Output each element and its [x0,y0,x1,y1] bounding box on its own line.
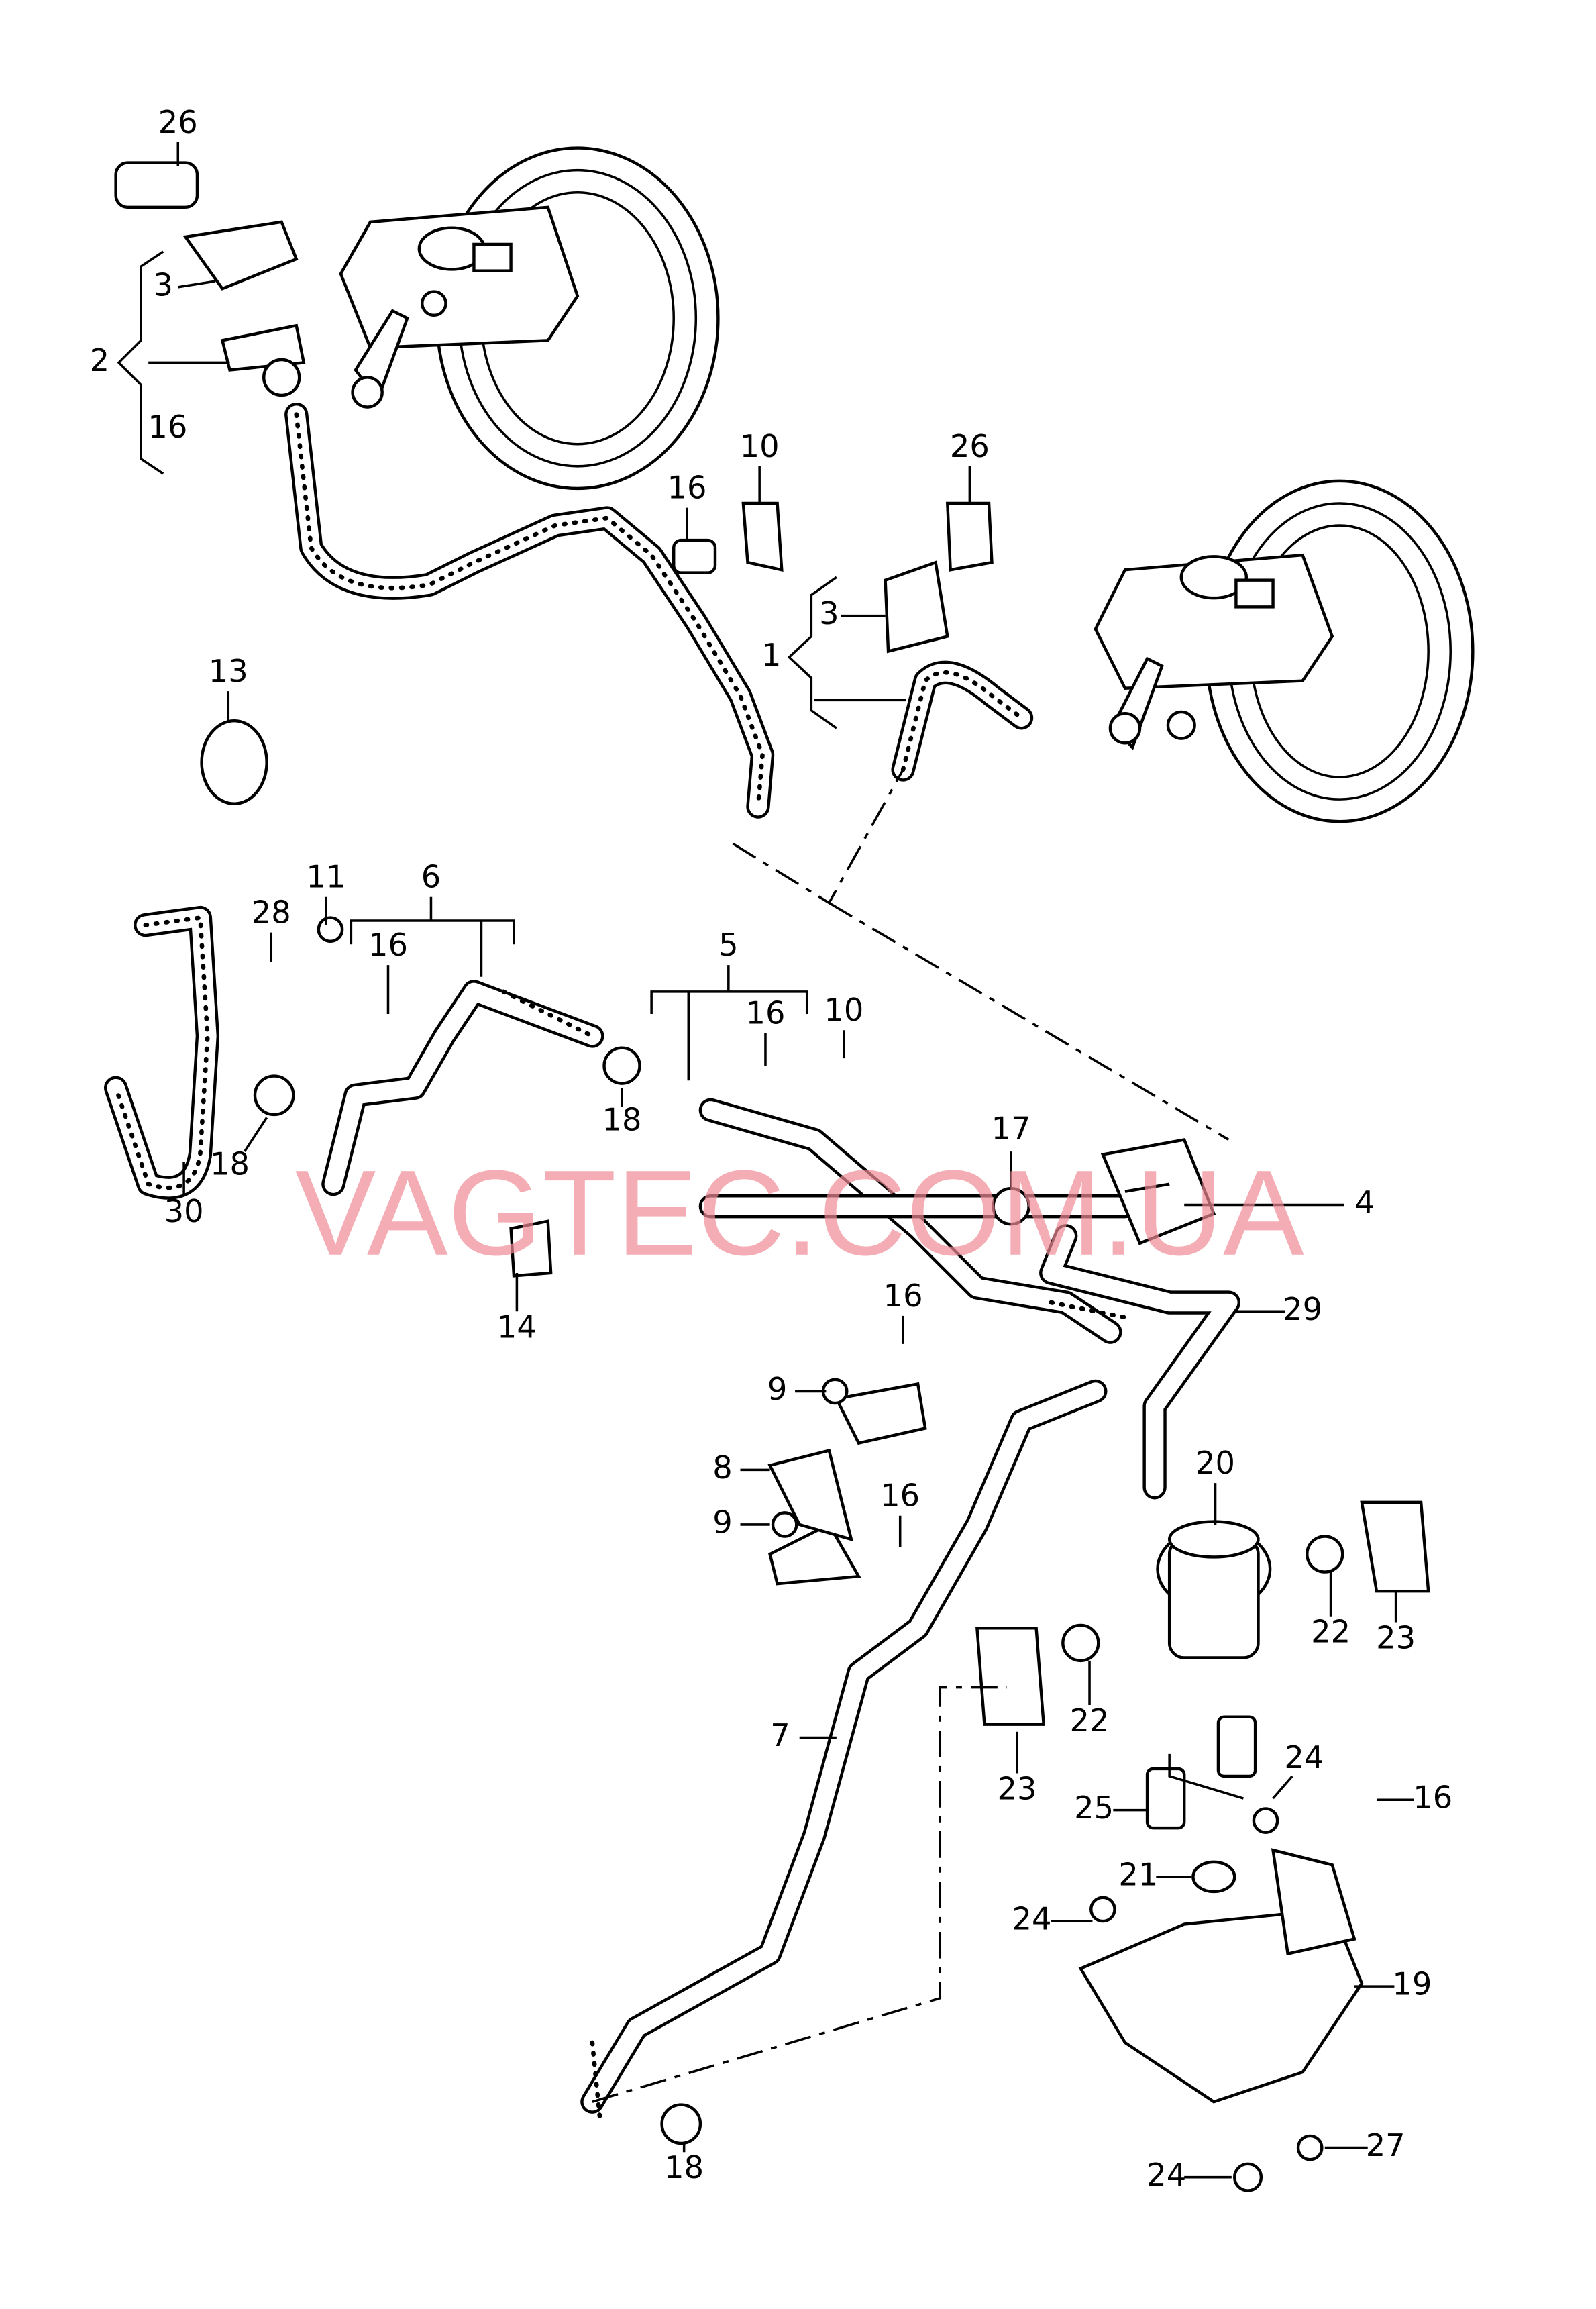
callout: 16 [884,1278,923,1314]
callout: 22 [1311,1614,1350,1650]
callout: 26 [950,428,990,464]
callout: 30 [164,1193,204,1229]
leader-lines [117,142,1414,2179]
callout: 3 [153,266,172,303]
callout: 16 [880,1478,920,1514]
watermark: VAGTEC.COM.UA [295,1145,1304,1281]
callout: 16 [368,927,408,963]
callout: 16 [1413,1780,1452,1816]
reference-lines [592,769,1230,2103]
callout: 18 [602,1101,642,1137]
callout: 21 [1118,1856,1158,1892]
callout: 7 [770,1717,790,1753]
callout: 27 [1366,2127,1405,2163]
callout: 22 [1070,1702,1110,1739]
callout: 6 [421,859,441,895]
callout: 3 [819,595,839,631]
callout: 19 [1392,1966,1432,2002]
misc-parts [114,161,1430,2192]
callout: 4 [1355,1184,1375,1221]
callout: 20 [1195,1445,1235,1481]
callout: 17 [992,1111,1031,1147]
callout: 18 [664,2149,704,2186]
callout: 10 [740,428,780,464]
callout: 9 [712,1504,732,1540]
callout-labels: 26 3 2 16 10 16 26 3 1 13 11 6 28 16 5 1… [90,104,1453,2193]
callout: 8 [712,1449,732,1486]
callout: 10 [824,992,863,1028]
callout: 16 [668,470,707,506]
callout: 18 [210,1146,250,1182]
callout: 1 [761,637,781,673]
brake-booster-upper [339,146,720,491]
callout: 23 [997,1770,1036,1806]
callout: 26 [158,104,198,140]
callout: 2 [90,342,109,378]
callout: 24 [1012,1901,1052,1937]
callout: 24 [1284,1739,1324,1776]
callout: 16 [148,409,187,445]
callout: 28 [252,894,291,931]
callout: 29 [1283,1291,1322,1327]
callout: 5 [719,927,738,963]
callout: 14 [497,1309,537,1345]
vacuum-hoses [103,402,1241,2119]
callout: 9 [767,1371,787,1407]
callout: 16 [746,995,786,1031]
callout: 11 [306,859,345,895]
callout: 25 [1074,1790,1114,1826]
callout: 23 [1376,1619,1416,1655]
callout: 24 [1147,2157,1186,2193]
brake-booster-lower [1094,479,1475,823]
callout: 13 [209,653,248,689]
